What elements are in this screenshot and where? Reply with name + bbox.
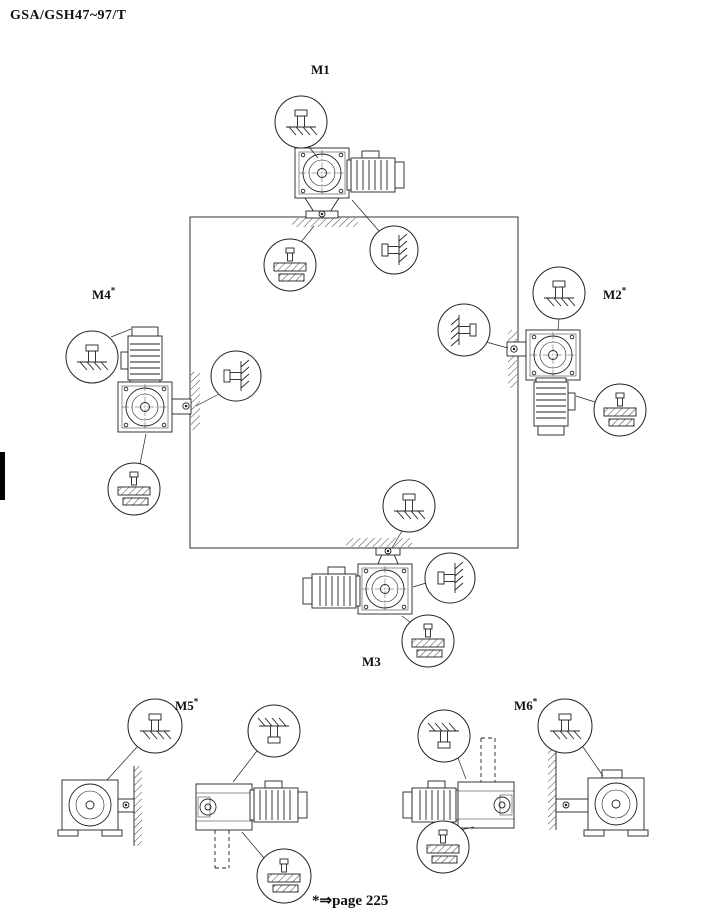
- m4-label-asterisk: *: [110, 285, 116, 296]
- hatch-bottom-edge: [346, 538, 412, 547]
- hidden-output-shaft: [214, 830, 230, 869]
- m2-assembly: [437, 266, 647, 437]
- oil-level-plug-callout: [424, 552, 476, 604]
- m6-label: M6*: [514, 696, 538, 714]
- oil-level-plug-callout: [210, 350, 262, 402]
- m3-label: M3: [362, 654, 381, 670]
- m4-assembly: [65, 326, 262, 516]
- oil-drain-callout: [256, 848, 312, 904]
- hatch-right-edge: [508, 330, 517, 388]
- hidden-output-shaft: [480, 737, 496, 782]
- oil-drain-callout: [416, 820, 470, 874]
- m6-label-asterisk: *: [532, 696, 538, 707]
- wall-hatch: [548, 742, 556, 830]
- m5-label: M5*: [175, 696, 199, 714]
- page-title: GSA/GSH47~97/T: [10, 8, 127, 23]
- oil-level-plug-callout: [417, 709, 471, 763]
- m4-label: M4*: [92, 285, 116, 303]
- m1-assembly: [263, 95, 419, 292]
- m2-label-text: M2: [603, 287, 622, 302]
- oil-drain-callout: [107, 462, 161, 516]
- oil-drain-callout: [401, 614, 455, 668]
- oil-drain-callout: [263, 238, 317, 292]
- m6-assembly: [402, 698, 649, 874]
- mounting-surface-square: [189, 216, 519, 549]
- oil-level-plug-callout: [437, 303, 491, 357]
- breather-plug-callout: [65, 330, 119, 384]
- breather-plug-callout: [127, 698, 183, 754]
- hatch-left-edge: [191, 372, 200, 430]
- m5-label-asterisk: *: [193, 696, 199, 707]
- oil-level-plug-callout: [369, 225, 419, 275]
- breather-plug-callout: [537, 698, 593, 754]
- m3-assembly: [302, 479, 476, 668]
- m3-label-text: M3: [362, 654, 381, 669]
- m2-label-asterisk: *: [621, 285, 627, 296]
- wall-hatch: [134, 766, 142, 846]
- m1-label: M1: [311, 62, 330, 78]
- m1-label-text: M1: [311, 62, 330, 77]
- m4-label-text: M4: [92, 287, 111, 302]
- breather-plug-callout: [382, 479, 436, 533]
- m5-assembly: [57, 698, 312, 904]
- breather-plug-callout: [532, 266, 586, 320]
- oil-drain-callout: [593, 383, 647, 437]
- m5-label-text: M5: [175, 698, 194, 713]
- m6-label-text: M6: [514, 698, 533, 713]
- breather-plug-callout: [274, 95, 328, 149]
- footnote-page-reference: *⇒page 225: [312, 893, 389, 909]
- m2-label: M2*: [603, 285, 627, 303]
- hatch-top-edge: [292, 218, 358, 227]
- page-edge-artifact: [0, 452, 5, 500]
- oil-level-plug-callout: [247, 704, 301, 758]
